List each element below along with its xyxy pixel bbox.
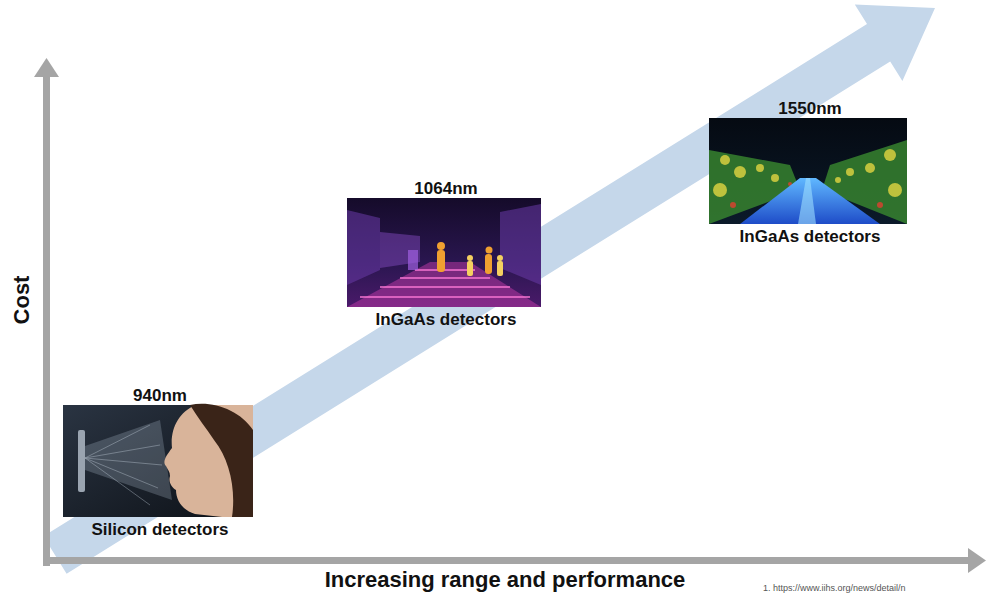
footnote: 1. https://www.iihs.org/news/detail/n	[763, 583, 906, 594]
detector-label: Silicon detectors	[63, 517, 257, 540]
image-panel: 1064nmInGaAs detectors	[347, 179, 545, 330]
x-axis	[43, 557, 971, 564]
image-area	[63, 405, 257, 517]
detector-label: InGaAs detectors	[709, 224, 911, 247]
wavelength-heading: 940nm	[63, 386, 257, 405]
wavelength-heading: 1064nm	[347, 179, 545, 198]
highway-lidar-image	[709, 118, 907, 224]
y-axis	[43, 72, 50, 566]
axis-title: Cost	[9, 276, 35, 325]
image-area	[709, 118, 911, 224]
axis-title: Increasing range and performance	[325, 567, 686, 593]
image-panel: 1550nmInGaAs detectors	[709, 99, 911, 247]
image-panel: 940nmSilicon detectors	[63, 386, 257, 540]
wavelength-heading: 1550nm	[709, 99, 911, 118]
y-axis-head	[34, 58, 59, 77]
image-area	[347, 198, 545, 307]
detector-label: InGaAs detectors	[347, 307, 545, 330]
face-id-image	[63, 404, 253, 517]
x-axis-head	[968, 548, 986, 573]
street-lidar-image	[347, 198, 541, 307]
trend-arrow	[43, 5, 935, 574]
